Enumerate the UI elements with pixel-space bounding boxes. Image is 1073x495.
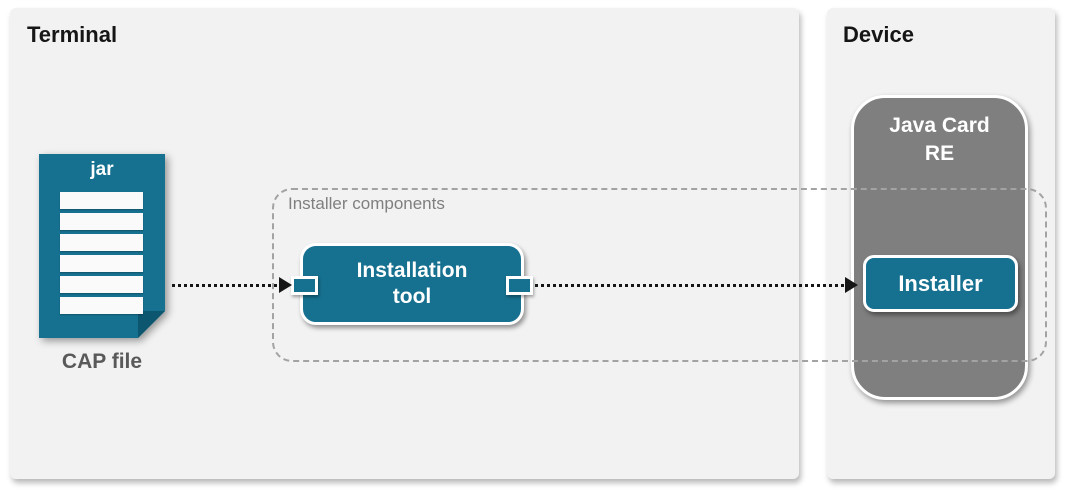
jar-rows	[60, 192, 143, 318]
jar-icon-label: jar	[90, 159, 114, 180]
jar-row	[60, 255, 143, 272]
java-card-re-label-line1: Java Card	[889, 114, 990, 137]
installation-tool-box: Installation tool	[300, 243, 524, 325]
installation-tool-label-line2: tool	[392, 285, 432, 308]
terminal-title: Terminal	[27, 22, 118, 47]
installer-box: Installer	[863, 255, 1018, 312]
tool-output-port	[506, 276, 533, 295]
installation-tool-label-line1: Installation	[356, 258, 468, 282]
jar-row	[60, 192, 143, 209]
java-card-re-label-line2: RE	[924, 142, 955, 166]
java-card-re-label: Java Card RE	[854, 112, 1025, 169]
installer-label: Installer	[898, 270, 983, 296]
arrow-tool-to-installer-line	[535, 284, 845, 287]
jar-row	[60, 213, 143, 230]
installer-components-label: Installer components	[288, 194, 445, 213]
arrow-capfile-to-tool-line	[172, 284, 279, 287]
jar-row	[60, 234, 143, 251]
jar-row	[60, 297, 143, 314]
cap-file-caption: CAP file	[61, 350, 143, 373]
java-card-re-box: Java Card RE	[851, 95, 1028, 400]
installer-components-boundary	[272, 188, 1047, 362]
installation-tool-label: Installation tool	[357, 258, 468, 311]
device-title: Device	[843, 22, 914, 47]
arrow-tool-to-installer-head-icon	[845, 277, 858, 293]
cap-file-icon: jar	[39, 154, 165, 338]
arrow-capfile-to-tool-head-icon	[279, 277, 292, 293]
jar-row	[60, 276, 143, 293]
tool-input-port	[291, 276, 318, 295]
